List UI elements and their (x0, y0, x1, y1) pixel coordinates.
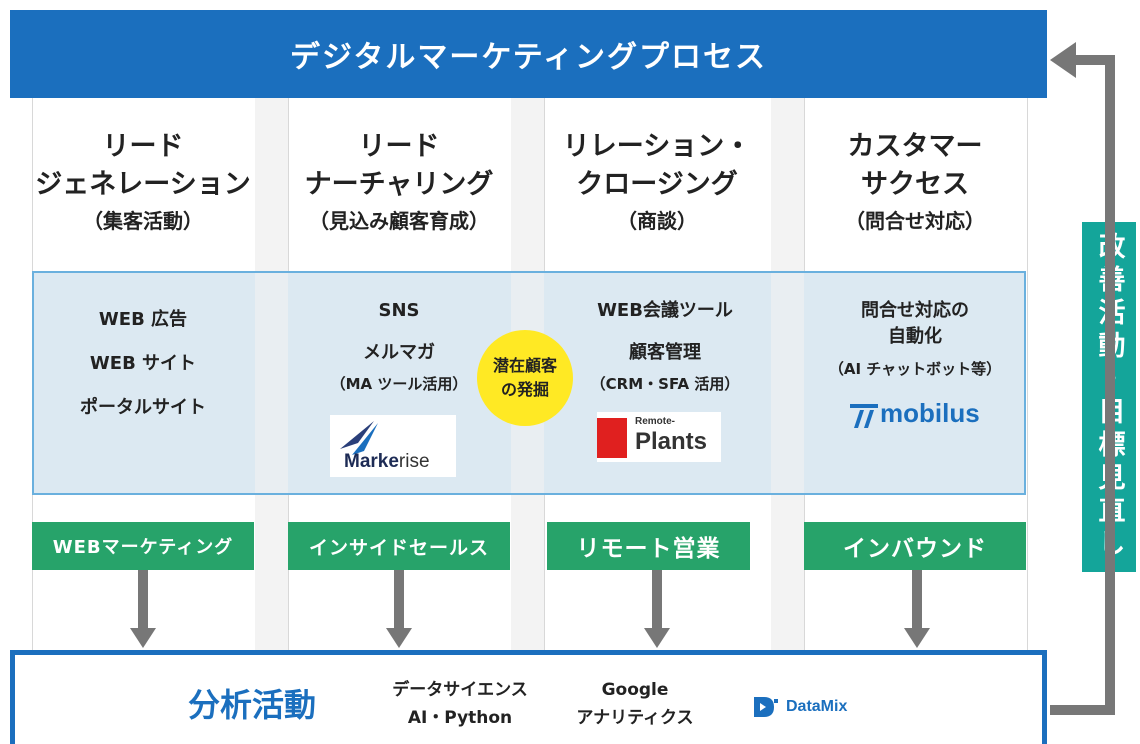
markerise-wordmark-accent: rise (398, 451, 430, 472)
label-text: インバウンド (843, 536, 987, 562)
analysis-item-google: Google アナリティクス (550, 676, 720, 732)
potential-customer-circle: 潜在顧客 の発掘 (477, 330, 573, 426)
feedback-loop-arrow-icon (1050, 42, 1115, 715)
remote-plants-logo: Remote- Plants (597, 412, 721, 462)
tool-item: WEB会議ツール (597, 300, 733, 321)
remote-plants-wordmark: Plants (635, 428, 708, 455)
column-2-title: リード ナーチャリング （見込み顧客育成） (288, 128, 510, 248)
tools-band-gap (255, 273, 288, 493)
column-1-title: リード ジェネレーション （集客活動） (32, 128, 254, 248)
markerise-wordmark-main: Marke (344, 451, 399, 472)
datamix-wordmark: DataMix (786, 698, 848, 715)
tool-item: 顧客管理 (629, 342, 701, 363)
tool-item: WEB 広告 (98, 309, 188, 330)
analysis-item-line: アナリティクス (576, 708, 694, 728)
arrow-down-icon (386, 628, 412, 648)
column-4-title-line1: カスタマー (847, 131, 983, 162)
column-2-subtitle: （見込み顧客育成） (309, 209, 489, 233)
arrow-down-icon (644, 628, 670, 648)
label-web-marketing: WEBマーケティング (32, 522, 254, 570)
arrow-down-icon (138, 570, 148, 630)
mobilus-logo: mobilus (848, 396, 988, 436)
tool-item: メルマガ (363, 342, 435, 363)
label-inbound: インバウンド (804, 522, 1026, 570)
mobilus-mark-icon (850, 404, 878, 428)
analysis-item-datascience: データサイエンス AI・Python (370, 676, 550, 732)
mobilus-wordmark: mobilus (880, 398, 980, 428)
arrow-down-icon (904, 628, 930, 648)
tool-item: SNS (378, 300, 420, 321)
column-4-title-line2: サクセス (861, 169, 969, 200)
markerise-wordmark: Markerise (344, 451, 430, 473)
column-1-tools: WEB 広告 WEB サイト ポータルサイト (32, 298, 254, 430)
circle-line2: の発掘 (500, 380, 549, 399)
markerise-mark-icon (340, 421, 378, 455)
tool-item: ポータルサイト (80, 397, 206, 418)
label-text: インサイドセールス (308, 536, 489, 559)
column-2-tools: SNS メルマガ （MA ツール活用） (288, 298, 510, 396)
tool-item: WEB サイト (89, 353, 197, 374)
label-text: WEBマーケティング (52, 537, 234, 558)
analysis-item-line: データサイエンス (392, 680, 528, 700)
markerise-logo: Markerise (330, 415, 456, 477)
column-4-title: カスタマー サクセス （問合せ対応） (804, 128, 1026, 248)
label-inside-sales: インサイドセールス (288, 522, 510, 570)
column-3-title-line2: クロージング (576, 169, 738, 200)
arrow-down-icon (130, 628, 156, 648)
analysis-item-line: Google (601, 680, 669, 700)
analysis-item-line: AI・Python (407, 708, 513, 728)
column-1-title-line2: ジェネレーション (35, 169, 251, 200)
label-remote-sales: リモート営業 (547, 522, 750, 570)
column-4-subtitle: （問合せ対応） (845, 209, 985, 233)
analysis-title: 分析活動 (188, 686, 317, 724)
label-text: リモート営業 (576, 536, 721, 562)
column-2-title-line2: ナーチャリング (304, 169, 494, 200)
column-3-subtitle: （商談） (617, 209, 697, 233)
tool-item: 自動化 (888, 326, 942, 347)
column-2-title-line1: リード (358, 131, 440, 162)
datamix-mark-icon (754, 697, 778, 717)
tool-item: （MA ツール活用） (330, 375, 468, 393)
column-3-title-line1: リレーション・ (562, 131, 752, 162)
column-3-title: リレーション・ クロージング （商談） (544, 128, 770, 248)
process-title: デジタルマーケティングプロセス (290, 40, 767, 75)
remote-plants-small-text: Remote- (635, 416, 676, 427)
datamix-logo: DataMix (752, 694, 847, 720)
tool-item: （AI チャットボット等） (828, 360, 1002, 378)
arrow-down-icon (912, 570, 922, 630)
remote-plants-mark-icon (597, 418, 627, 458)
tool-item: 問合せ対応の (861, 300, 969, 321)
analysis-box (10, 650, 1047, 744)
column-4-tools: 問合せ対応の 自動化 （AI チャットボット等） (804, 298, 1026, 382)
process-header: デジタルマーケティングプロセス (10, 10, 1047, 98)
column-1-title-line1: リード (102, 131, 184, 162)
arrow-down-icon (394, 570, 404, 630)
column-1-subtitle: （集客活動） (83, 209, 203, 233)
column-3-tools: WEB会議ツール 顧客管理 （CRM・SFA 活用） (560, 298, 770, 396)
arrow-down-icon (652, 570, 662, 630)
tools-band-gap (771, 273, 804, 493)
tool-item: （CRM・SFA 活用） (590, 375, 740, 393)
circle-line1: 潜在顧客 (492, 356, 557, 375)
